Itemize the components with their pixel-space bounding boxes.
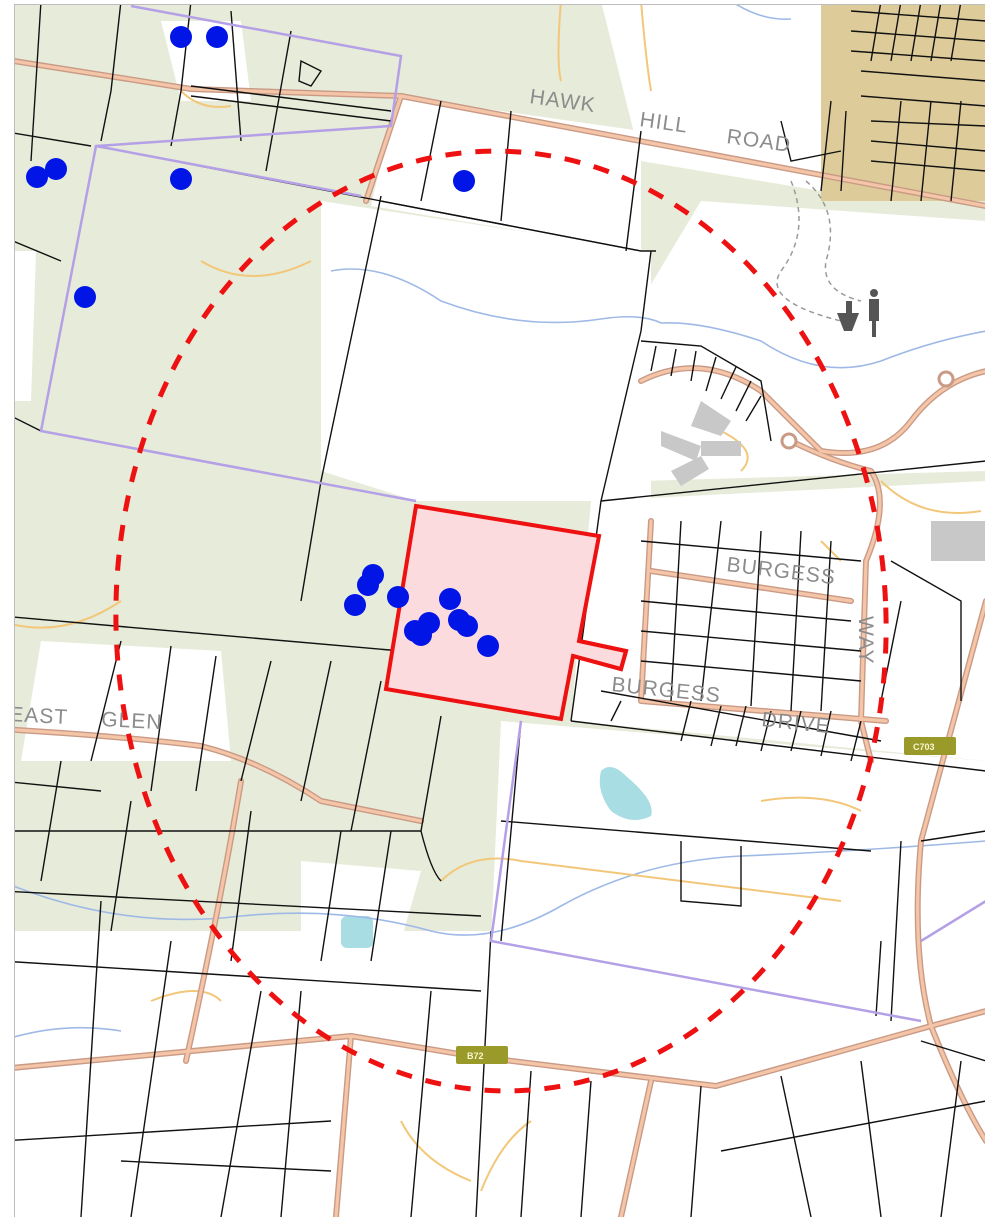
observation-point[interactable] (74, 286, 96, 308)
observation-point[interactable] (456, 615, 478, 637)
water-body-south (341, 916, 373, 948)
observation-point[interactable] (453, 170, 475, 192)
observation-point[interactable] (439, 588, 461, 610)
picnic-area-icon (837, 289, 879, 337)
cadastral-parcels (15, 5, 985, 1217)
route-shield-south: B72 (456, 1046, 508, 1064)
locality-boundary (39, 5, 985, 1023)
search-radius-circle (113, 148, 889, 1094)
building-grey (661, 401, 985, 561)
observation-point[interactable] (357, 574, 379, 596)
observation-point[interactable] (170, 168, 192, 190)
road-label-vertical: WAY (854, 616, 877, 665)
observation-point[interactable] (344, 594, 366, 616)
route-shield-south-label: B72 (467, 1051, 484, 1061)
water-body-east (599, 767, 652, 820)
observation-point[interactable] (387, 586, 409, 608)
map-canvas[interactable]: HAWK HILL ROAD BURGESS BURGESS DRIVE EAS… (14, 4, 985, 1217)
observation-point[interactable] (26, 166, 48, 188)
walking-tracks (776, 180, 862, 322)
route-shield-east: C703 (904, 737, 956, 755)
observation-point[interactable] (477, 635, 499, 657)
map-view[interactable]: HAWK HILL ROAD BURGESS BURGESS DRIVE EAS… (14, 4, 985, 1217)
observation-point[interactable] (45, 158, 67, 180)
subject-parcel-access (572, 639, 629, 672)
observation-points[interactable] (26, 26, 499, 657)
main-roads (15, 58, 985, 1217)
route-shield-east-label: C703 (913, 742, 935, 752)
observation-point[interactable] (170, 26, 192, 48)
observation-point[interactable] (410, 624, 432, 646)
observation-point[interactable] (206, 26, 228, 48)
road-label-glen: GLEN (101, 708, 163, 734)
minor-tracks (15, 5, 982, 1192)
road-label-east: EAST (14, 703, 69, 729)
